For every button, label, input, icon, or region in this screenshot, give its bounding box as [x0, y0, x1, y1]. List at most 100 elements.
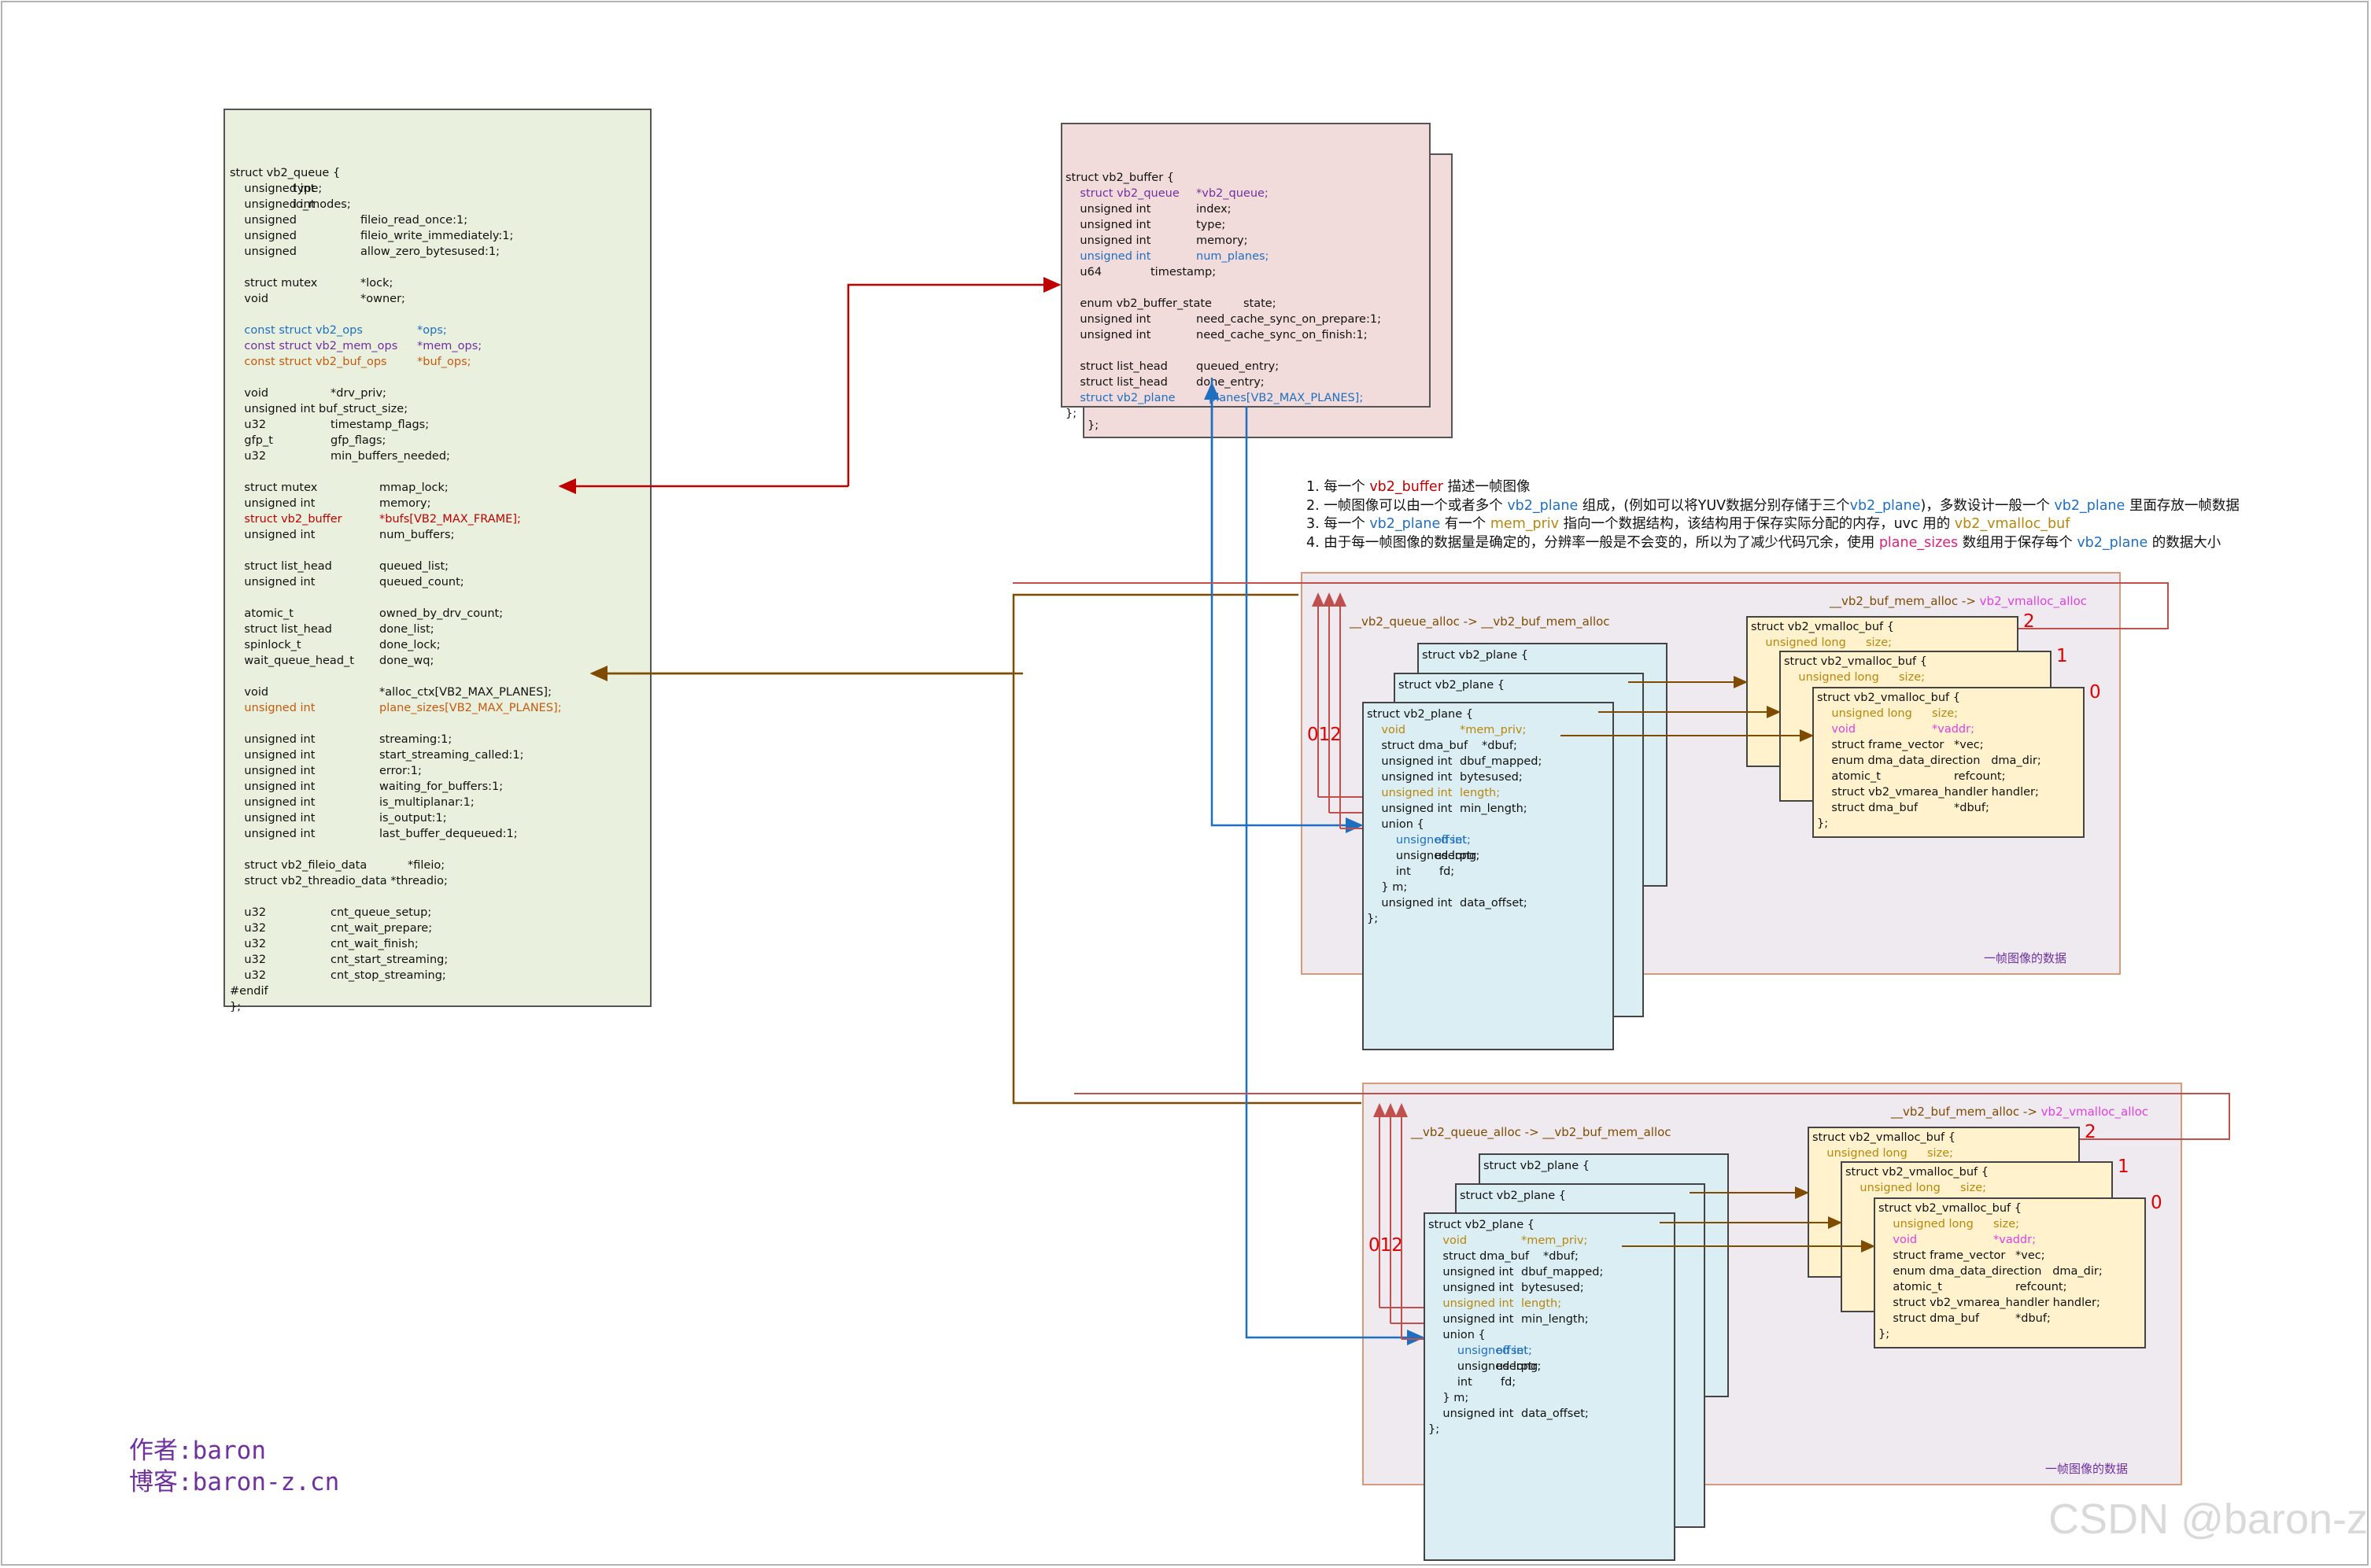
code-token: *bufs[VB2_MAX_FRAME];	[379, 513, 521, 526]
code-token: unsigned	[230, 245, 297, 258]
code-token: *dbuf;	[1543, 1250, 1579, 1263]
code-token: u32	[230, 419, 267, 431]
code-token: void	[230, 387, 269, 400]
code-line: struct vb2_fileio_data*fileio;	[230, 858, 650, 873]
code-token: u32	[230, 906, 267, 919]
code-token: is_multiplanar:1;	[379, 796, 475, 809]
code-line: struct vb2_buffer {	[1065, 170, 1429, 186]
code-token: const struct vb2_buf_ops	[230, 356, 387, 368]
code-line: struct mutex*lock;	[230, 275, 650, 291]
note-text: vb2_buffer	[1369, 479, 1443, 495]
code-token: *dbuf;	[1954, 802, 1989, 814]
code-token: unsigned long	[1428, 1360, 1538, 1373]
code-token: struct vb2_queue	[1065, 187, 1180, 200]
bufs-to-buffer-arrow	[847, 277, 1062, 486]
code-token: data_offset;	[1521, 1408, 1589, 1420]
note-text: 2. 一帧图像可以由一个或者多个	[1306, 497, 1508, 514]
code-token: struct dma_buf	[1428, 1250, 1530, 1263]
vmalloc-header: struct vb2_vmalloc_buf {	[1817, 692, 1960, 704]
code-token: memory;	[1196, 234, 1248, 247]
code-token: *lock;	[360, 277, 393, 290]
code-line: #endif	[230, 983, 650, 999]
mem-alloc-fn: __vb2_buf_mem_alloc ->	[1830, 594, 1980, 608]
code-token: num_buffers;	[379, 529, 455, 541]
code-token: struct vb2_buffer	[230, 513, 342, 526]
note-text: 描述一帧图像	[1442, 479, 1531, 495]
code-token: bytesused;	[1460, 771, 1523, 784]
code-token: struct mutex	[230, 481, 318, 494]
code-token: struct vb2_plane	[1065, 392, 1176, 404]
code-token: unsigned int	[1428, 1282, 1514, 1294]
code-token: *vec;	[2015, 1249, 2045, 1262]
vmalloc-header: struct vb2_vmalloc_buf {	[1751, 621, 1894, 633]
code-token: userptr;	[1496, 1360, 1542, 1373]
vb2-buffer-shadow-close: };	[1088, 419, 1099, 432]
code-token: int	[1367, 865, 1411, 878]
code-line: enum dma_data_direction dma_dir;	[1878, 1264, 2144, 1279]
planes-arrow-bottom	[1245, 406, 1425, 1345]
code-token: struct frame_vector	[1878, 1249, 2006, 1262]
note-text: 指向一个数据结构，该结构用于保存实际分配的内存，uvc 用的	[1559, 516, 1955, 532]
code-token: *mem_ops;	[417, 340, 482, 352]
code-token: min_buffers_needed;	[331, 450, 450, 463]
code-token: gfp_t	[230, 434, 273, 447]
vb2-plane-box: struct vb2_plane { void*mem_priv; struct…	[1362, 702, 1614, 1050]
code-token: *vec;	[1954, 739, 1984, 751]
code-line: void*vaddr;	[1817, 721, 2083, 737]
code-line: gfp_t gfp_flags;	[230, 433, 650, 448]
code-token: unsigned int	[230, 828, 316, 840]
code-token: u32	[230, 922, 267, 935]
mem-alloc-fn: __vb2_buf_mem_alloc ->	[1891, 1105, 2041, 1119]
code-token: gfp_flags;	[331, 434, 386, 447]
code-line: struct vb2_queue*vb2_queue;	[1065, 186, 1429, 201]
code-token: refcount;	[2015, 1281, 2067, 1293]
code-token: #endif	[230, 985, 268, 998]
note-text: 4. 由于每一帧图像的数据量是确定的，分辨率一般是不会变的，所以为了减少代码冗余…	[1306, 534, 1879, 551]
code-token: void	[230, 293, 269, 305]
code-token: unsigned	[230, 214, 297, 227]
code-line: struct vb2_threadio_data *threadio;	[230, 873, 650, 889]
code-token: unsigned int	[230, 780, 316, 793]
code-token: *dbuf;	[1482, 740, 1517, 752]
code-line: struct vb2_buffer *bufs[VB2_MAX_FRAME];	[230, 511, 650, 527]
code-line: union {	[1367, 817, 1612, 832]
code-token: union {	[1367, 818, 1424, 831]
code-token: *mem_priv;	[1460, 724, 1527, 736]
code-line: };	[1065, 406, 1429, 422]
code-token: unsigned int	[1065, 203, 1151, 216]
code-token: u32	[230, 938, 267, 950]
note-text: 有一个	[1440, 516, 1490, 532]
code-token: queued_entry;	[1196, 360, 1280, 373]
code-token: fileio_write_immediately:1;	[360, 230, 514, 242]
code-token: unsigned int	[230, 733, 316, 746]
code-token: userptr;	[1435, 850, 1480, 862]
note-text: )，多数设计一般一个	[1920, 497, 2055, 514]
vmalloc-header: struct vb2_vmalloc_buf {	[1845, 1166, 1989, 1179]
note-text: 的数据大小	[2148, 534, 2221, 551]
code-token: void	[1367, 724, 1406, 736]
code-token: int	[1428, 1376, 1472, 1389]
code-token: struct frame_vector	[1817, 739, 1944, 751]
vmalloc-header: struct vb2_vmalloc_buf {	[1784, 655, 1927, 668]
code-token: unsigned int	[230, 765, 316, 777]
code-token: unsigned int	[230, 183, 316, 195]
plane-header: struct vb2_plane {	[1422, 649, 1528, 662]
